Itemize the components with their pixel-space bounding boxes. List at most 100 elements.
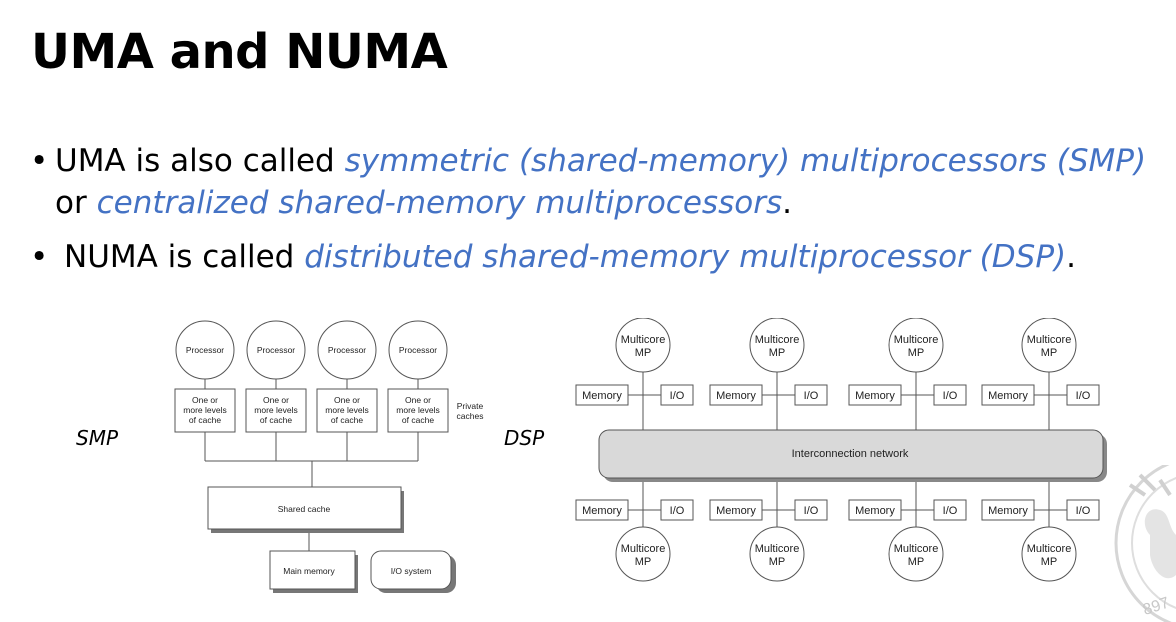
node-label: Multicore — [894, 334, 939, 346]
bullet-list: •UMA is also called symmetric (shared-me… — [30, 140, 1150, 278]
node-label: MP — [635, 556, 652, 568]
main-memory-label: Main memory — [283, 566, 335, 576]
multicore-node — [888, 318, 944, 373]
bullet-numa-suffix: . — [1066, 239, 1076, 275]
memory-box — [981, 499, 1035, 521]
memory-box — [709, 384, 763, 406]
cache-label: One or — [192, 395, 218, 405]
cache-box — [245, 388, 307, 433]
memory-label: Memory — [855, 505, 895, 517]
svg-text:897: 897 — [1141, 594, 1172, 618]
bullet-numa: •NUMA is called distributed shared-memor… — [30, 236, 1150, 278]
multicore-node — [749, 526, 805, 582]
cache-label: of cache — [189, 415, 221, 425]
term-smp: symmetric (shared-memory) multiprocessor… — [344, 143, 1147, 179]
bullet-uma-mid: or — [55, 185, 97, 221]
cache-label: of cache — [331, 415, 363, 425]
io-system-label: I/O system — [391, 566, 432, 576]
io-system-box — [370, 550, 452, 590]
node-label: MP — [635, 347, 652, 359]
cache-label: more levels — [325, 405, 368, 415]
io-box — [794, 384, 828, 406]
node-label: Multicore — [894, 543, 939, 555]
node-label: MP — [908, 556, 925, 568]
multicore-node — [888, 526, 944, 582]
network-label: Interconnection network — [792, 448, 909, 460]
io-label: I/O — [1076, 505, 1091, 517]
bullet-dot: • — [30, 143, 49, 179]
io-box — [1066, 499, 1100, 521]
dsp-label: DSP — [504, 426, 545, 450]
seal-watermark: 897 — [1114, 465, 1176, 622]
cache-box — [174, 388, 236, 433]
cache-box — [316, 388, 378, 433]
multicore-node — [1021, 318, 1077, 373]
memory-label: Memory — [855, 390, 895, 402]
cache-label: more levels — [396, 405, 439, 415]
processor-circle — [175, 320, 235, 380]
multicore-node — [1021, 526, 1077, 582]
bullet-uma: •UMA is also called symmetric (shared-me… — [30, 140, 1150, 224]
cache-label: more levels — [183, 405, 226, 415]
processor-circle — [317, 320, 377, 380]
node-label: Multicore — [755, 334, 800, 346]
io-label: I/O — [670, 505, 685, 517]
node-label: MP — [769, 347, 786, 359]
private-caches-label: caches — [457, 411, 484, 421]
node-label: MP — [1041, 556, 1058, 568]
bullet-uma-suffix: . — [782, 185, 792, 221]
term-dsp: distributed shared-memory multiprocessor… — [304, 239, 1067, 275]
node-label: MP — [1041, 347, 1058, 359]
io-label: I/O — [943, 390, 958, 402]
node-label: Multicore — [621, 334, 666, 346]
multicore-node — [615, 526, 671, 582]
io-box — [933, 499, 967, 521]
interconnection-network — [598, 429, 1104, 479]
processor-label: Processor — [399, 345, 437, 355]
term-centralized: centralized shared-memory multiprocessor… — [96, 185, 783, 221]
bullet-uma-prefix: UMA is also called — [55, 143, 345, 179]
cache-box — [387, 388, 449, 433]
memory-label: Memory — [988, 390, 1028, 402]
cache-label: more levels — [254, 405, 297, 415]
node-label: MP — [908, 347, 925, 359]
processor-circle — [388, 320, 448, 380]
memory-box — [848, 384, 902, 406]
io-box — [794, 499, 828, 521]
shared-cache-box — [207, 486, 402, 530]
io-label: I/O — [804, 505, 819, 517]
cache-label: One or — [334, 395, 360, 405]
smp-label: SMP — [76, 426, 119, 450]
cache-label: One or — [405, 395, 431, 405]
memory-label: Memory — [988, 505, 1028, 517]
io-label: I/O — [1076, 390, 1091, 402]
io-box — [1066, 384, 1100, 406]
io-label: I/O — [943, 505, 958, 517]
io-box — [933, 384, 967, 406]
memory-box — [848, 499, 902, 521]
slide-title: UMA and NUMA — [31, 24, 448, 80]
processor-label: Processor — [328, 345, 366, 355]
multicore-node — [749, 318, 805, 373]
io-label: I/O — [804, 390, 819, 402]
cache-label: One or — [263, 395, 289, 405]
dsp-diagram: Interconnection network MulticoreMPMemor… — [575, 318, 1107, 582]
memory-label: Memory — [716, 505, 756, 517]
node-label: Multicore — [1027, 334, 1072, 346]
io-label: I/O — [670, 390, 685, 402]
node-label: Multicore — [755, 543, 800, 555]
memory-box — [981, 384, 1035, 406]
processor-label: Processor — [257, 345, 295, 355]
bullet-numa-prefix: NUMA is called — [64, 239, 305, 275]
memory-label: Memory — [582, 505, 622, 517]
processor-circle — [246, 320, 306, 380]
io-box — [660, 499, 694, 521]
node-label: MP — [769, 556, 786, 568]
cache-label: of cache — [260, 415, 292, 425]
memory-box — [575, 384, 629, 406]
cache-label: of cache — [402, 415, 434, 425]
processor-label: Processor — [186, 345, 224, 355]
memory-label: Memory — [716, 390, 756, 402]
node-label: Multicore — [1027, 543, 1072, 555]
memory-box — [709, 499, 763, 521]
